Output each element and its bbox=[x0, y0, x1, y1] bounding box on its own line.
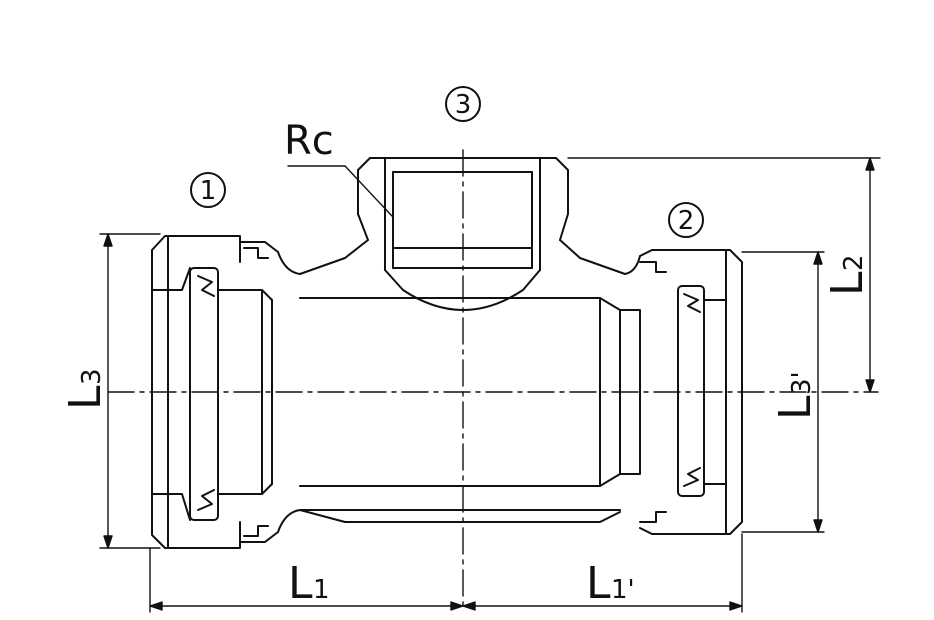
svg-text:1: 1 bbox=[313, 575, 330, 605]
dim-L3-prime: L 3' bbox=[770, 371, 821, 420]
svg-text:L: L bbox=[770, 395, 821, 420]
svg-text:L: L bbox=[60, 385, 111, 410]
port-3-circle bbox=[445, 86, 481, 122]
port-2-circle bbox=[668, 202, 704, 238]
svg-text:2: 2 bbox=[839, 254, 869, 271]
svg-text:1': 1' bbox=[611, 575, 635, 605]
thread-label: Rc bbox=[284, 118, 334, 164]
port-1-circle bbox=[190, 172, 226, 208]
dim-L3: L 3 bbox=[60, 368, 111, 410]
svg-text:L: L bbox=[586, 558, 611, 609]
svg-text:3': 3' bbox=[787, 371, 817, 395]
svg-text:L: L bbox=[822, 271, 873, 296]
left-socket bbox=[151, 235, 279, 549]
right-socket bbox=[599, 249, 743, 535]
dim-L1-prime: L 1' bbox=[586, 558, 635, 609]
dimension-lines bbox=[99, 157, 881, 613]
branch-socket bbox=[357, 157, 641, 311]
svg-text:3: 3 bbox=[77, 368, 107, 385]
run-body bbox=[271, 239, 621, 533]
port-1-label: 1 bbox=[200, 176, 217, 206]
dim-L1: L 1 bbox=[288, 558, 330, 609]
svg-text:L: L bbox=[288, 558, 313, 609]
port-2-label: 2 bbox=[678, 206, 695, 236]
dim-L2: L 2 bbox=[822, 254, 873, 296]
port-3-label: 3 bbox=[455, 90, 472, 120]
